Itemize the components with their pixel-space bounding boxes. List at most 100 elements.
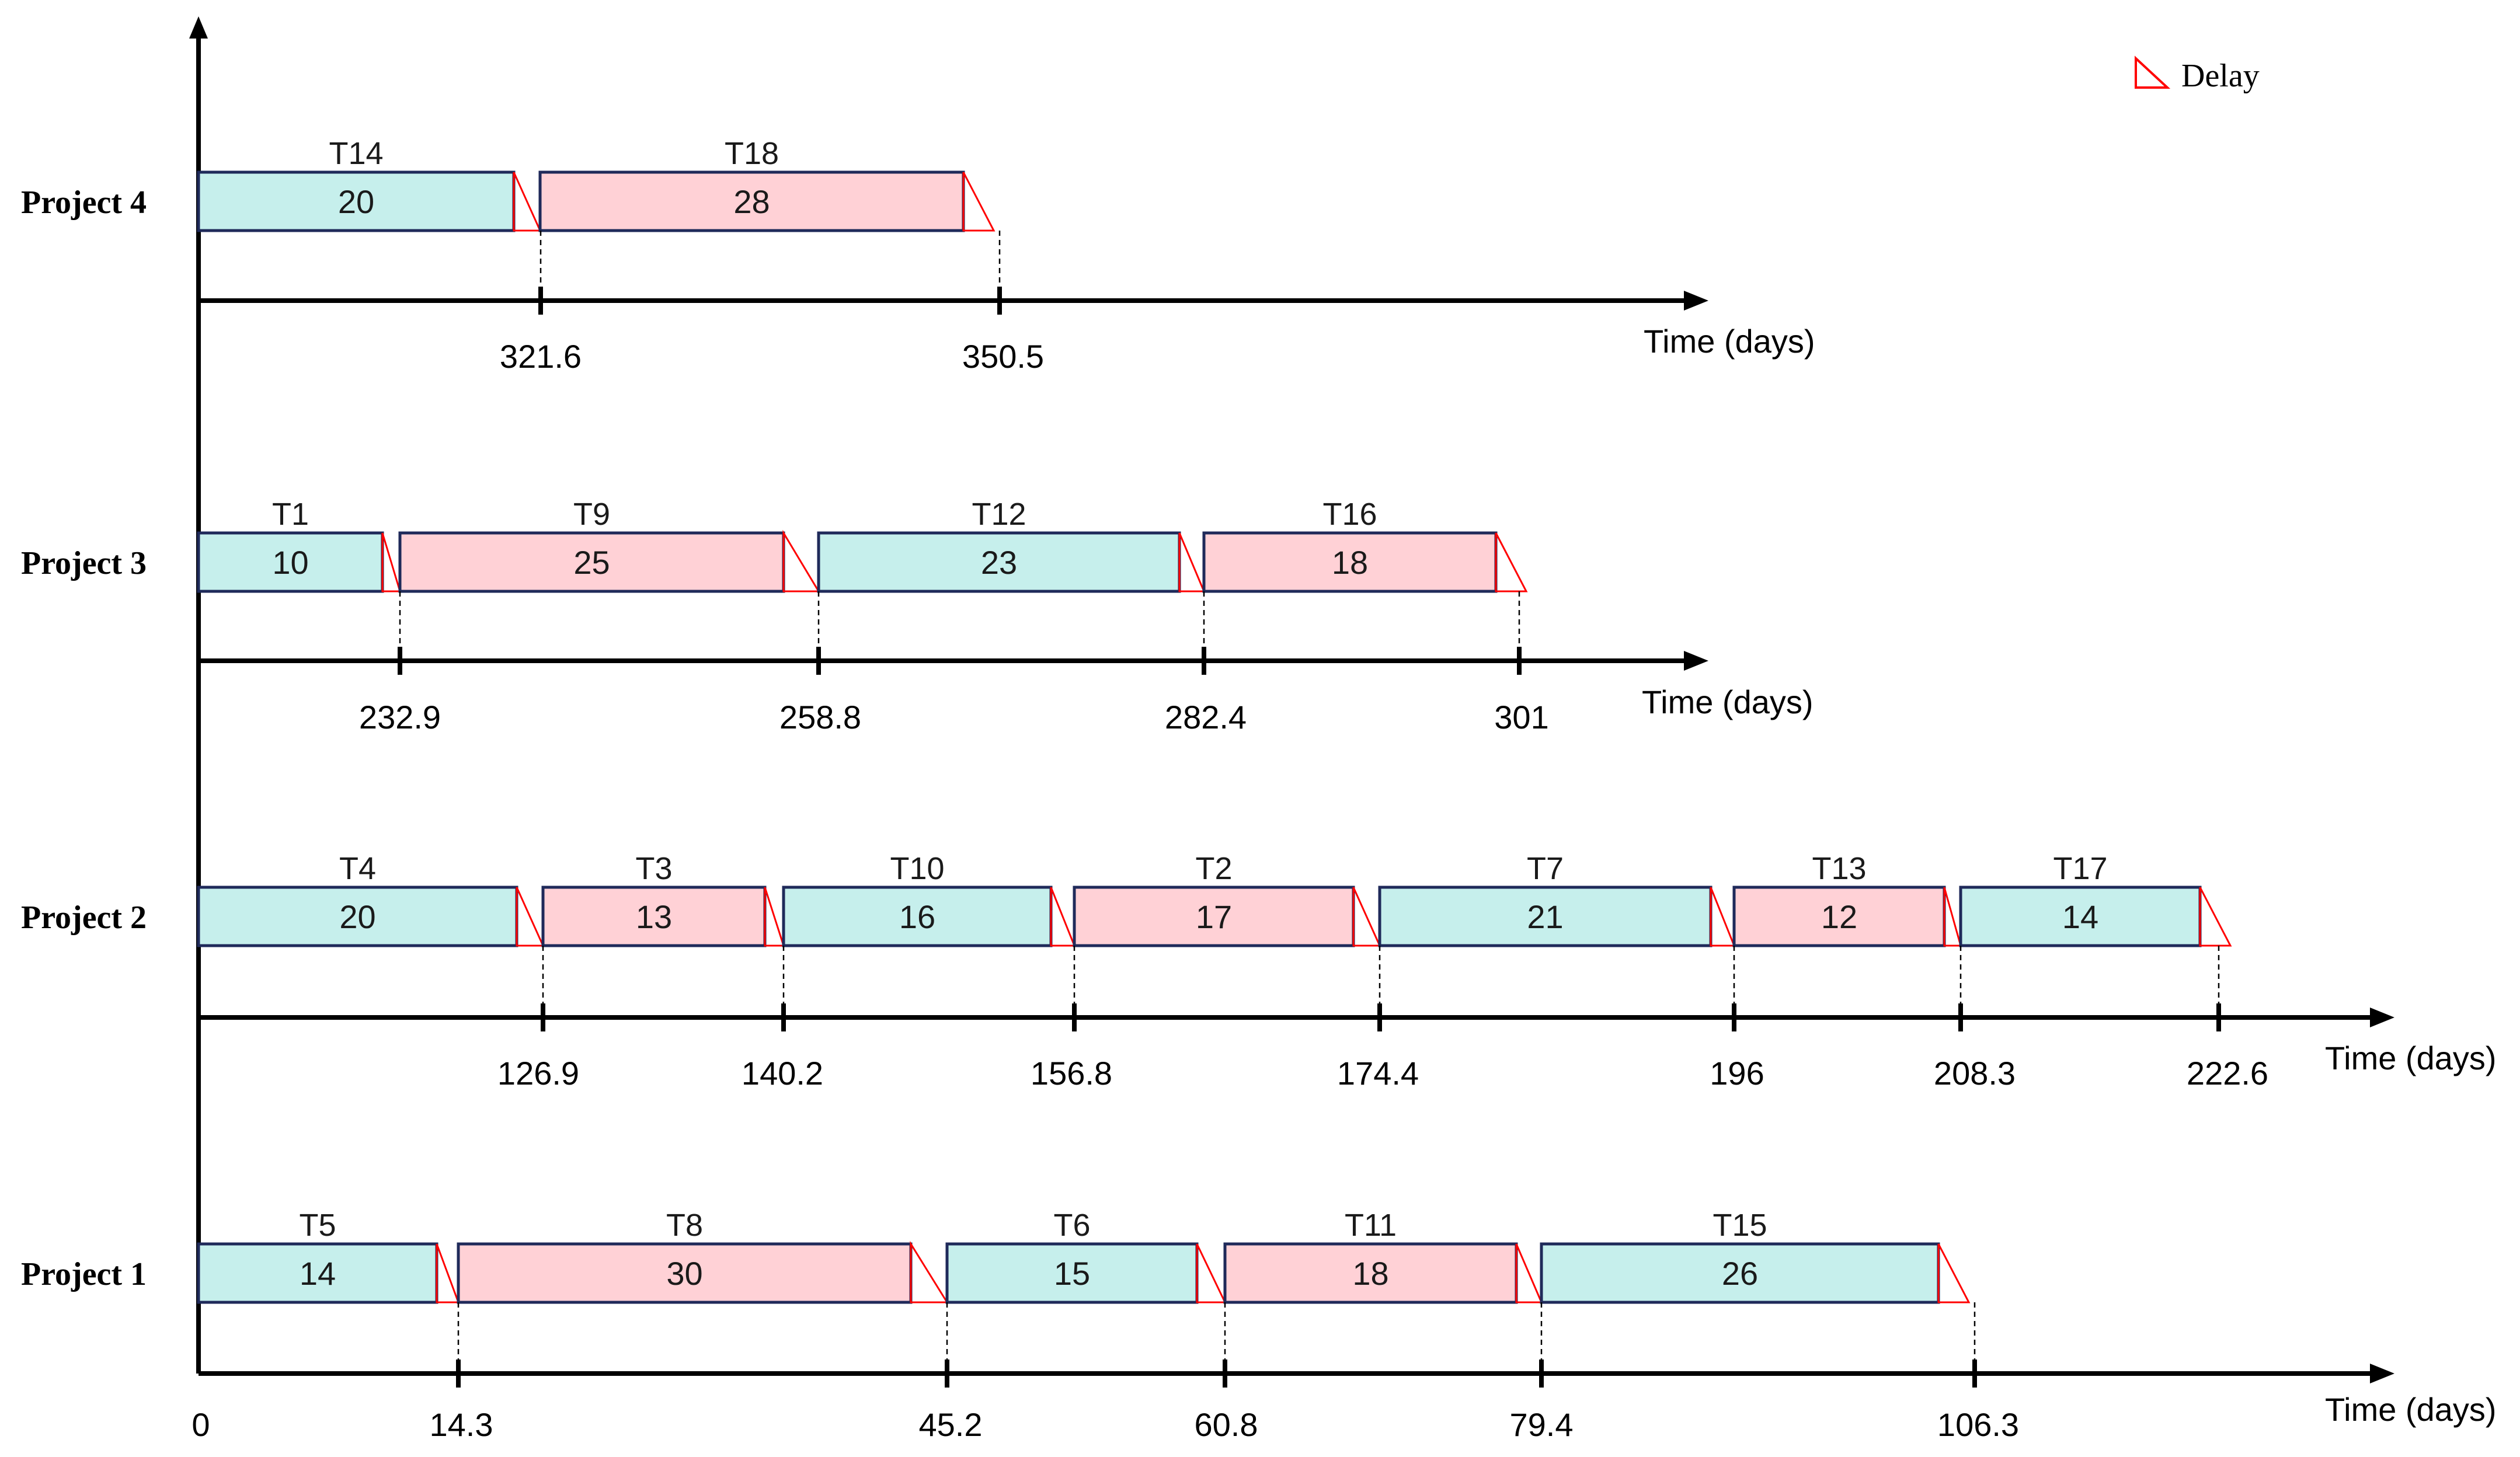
project-2-tick-label-3: 174.4 bbox=[1337, 1055, 1419, 1092]
task-bar-T12 bbox=[817, 531, 1181, 593]
project-1-label: Project 1 bbox=[21, 1256, 147, 1292]
task-duration-T2: 17 bbox=[1196, 898, 1232, 935]
task-duration-T7: 21 bbox=[1527, 898, 1563, 935]
task-duration-T13: 12 bbox=[1821, 898, 1857, 935]
delay-marker-T9 bbox=[782, 529, 820, 592]
task-duration-T6: 15 bbox=[1054, 1255, 1090, 1292]
task-duration-T16: 18 bbox=[1332, 544, 1368, 581]
delay-marker-T7 bbox=[1710, 887, 1736, 947]
project-2-tick-label-5: 208.3 bbox=[1934, 1055, 2016, 1092]
task-duration-T9: 25 bbox=[573, 544, 610, 581]
project-2-axis-title: Time (days) bbox=[2325, 1040, 2497, 1076]
task-bar-T16 bbox=[1202, 531, 1498, 593]
task-duration-T10: 16 bbox=[899, 898, 935, 935]
task-id-T11: T11 bbox=[1345, 1208, 1397, 1243]
project-3-tick-label-3: 301 bbox=[1494, 699, 1548, 736]
task-duration-T3: 13 bbox=[636, 898, 672, 935]
task-duration-T12: 23 bbox=[981, 544, 1017, 581]
delay-marker-T2 bbox=[1352, 887, 1381, 947]
project-2-tick-label-0: 126.9 bbox=[497, 1055, 579, 1092]
task-id-T16: T16 bbox=[1322, 497, 1377, 532]
task-duration-T11: 18 bbox=[1352, 1255, 1388, 1292]
delay-marker-T6 bbox=[1196, 1243, 1227, 1303]
task-id-T4: T4 bbox=[339, 851, 376, 886]
task-duration-T15: 26 bbox=[1722, 1255, 1758, 1292]
task-bar-T1 bbox=[197, 531, 384, 593]
task-bar-T15 bbox=[1540, 1242, 1940, 1304]
delay-marker-T1 bbox=[381, 532, 402, 592]
delay-marker-T8 bbox=[910, 1240, 949, 1303]
task-bar-T4 bbox=[197, 886, 518, 947]
delay-marker-T3 bbox=[764, 887, 785, 947]
project-2-tick-label-1: 140.2 bbox=[742, 1055, 823, 1092]
delay-marker-T15 bbox=[1937, 1243, 1971, 1303]
task-duration-T18: 28 bbox=[733, 183, 770, 220]
delay-marker-T12 bbox=[1178, 532, 1206, 592]
task-id-T8: T8 bbox=[666, 1208, 703, 1243]
task-bar-T3 bbox=[541, 886, 767, 947]
task-duration-T4: 20 bbox=[339, 898, 375, 935]
task-id-T14: T14 bbox=[329, 136, 383, 171]
legend-delay-icon bbox=[2135, 55, 2171, 89]
task-duration-T8: 30 bbox=[666, 1255, 702, 1292]
task-id-T15: T15 bbox=[1713, 1208, 1767, 1243]
task-id-T2: T2 bbox=[1195, 851, 1232, 886]
project-1-tick-label-4: 106.3 bbox=[1937, 1406, 2019, 1443]
task-duration-T5: 14 bbox=[300, 1255, 336, 1292]
project-1-tick-label-1: 45.2 bbox=[919, 1406, 983, 1443]
task-bar-T5 bbox=[197, 1242, 438, 1304]
task-id-T13: T13 bbox=[1812, 851, 1866, 886]
delay-marker-T4 bbox=[516, 887, 545, 947]
project-4-label: Project 4 bbox=[21, 184, 147, 221]
task-bar-T7 bbox=[1378, 886, 1713, 947]
project-2-tick-label-6: 222.6 bbox=[2187, 1055, 2268, 1092]
delay-marker-T13 bbox=[1943, 887, 1962, 947]
project-2-tick-label-2: 156.8 bbox=[1031, 1055, 1112, 1092]
delay-marker-T18 bbox=[962, 172, 996, 232]
task-id-T9: T9 bbox=[573, 497, 610, 532]
delay-marker-T17 bbox=[2199, 887, 2232, 947]
project-3-label: Project 3 bbox=[21, 545, 147, 581]
vertical-axis-arrowhead bbox=[189, 16, 208, 39]
delay-marker-T10 bbox=[1050, 887, 1076, 947]
task-bar-T8 bbox=[457, 1242, 913, 1304]
task-bar-T6 bbox=[945, 1242, 1199, 1304]
task-duration-T17: 14 bbox=[2062, 898, 2098, 935]
project-1-axis-title: Time (days) bbox=[2325, 1391, 2497, 1428]
task-bar-T2 bbox=[1073, 886, 1355, 947]
task-id-T18: T18 bbox=[725, 136, 779, 171]
task-id-T6: T6 bbox=[1053, 1208, 1090, 1243]
delay-marker-T5 bbox=[436, 1243, 460, 1303]
task-bar-T13 bbox=[1732, 886, 1946, 947]
project-1-time-axis-arrowhead bbox=[2370, 1364, 2394, 1383]
task-id-T10: T10 bbox=[890, 851, 944, 886]
delay-marker-T16 bbox=[1495, 532, 1528, 592]
task-bar-T17 bbox=[1959, 886, 2202, 947]
task-id-T5: T5 bbox=[299, 1208, 336, 1243]
project-2-label: Project 2 bbox=[21, 900, 147, 936]
task-id-T17: T17 bbox=[2053, 851, 2107, 886]
project-3-tick-label-2: 282.4 bbox=[1165, 699, 1247, 736]
delay-marker-T11 bbox=[1515, 1243, 1543, 1303]
legend-delay-label: Delay bbox=[2181, 58, 2260, 94]
project-2-time-axis-arrowhead bbox=[2370, 1008, 2394, 1027]
task-id-T12: T12 bbox=[972, 497, 1026, 532]
project-4-tick-label-0: 321.6 bbox=[500, 338, 582, 375]
project-4-time-axis-arrowhead bbox=[1684, 291, 1708, 311]
project-4-axis-title: Time (days) bbox=[1644, 323, 1815, 360]
task-duration-T14: 20 bbox=[338, 183, 374, 220]
origin-label: 0 bbox=[192, 1406, 210, 1443]
task-duration-T1: 10 bbox=[272, 544, 308, 581]
task-id-T3: T3 bbox=[635, 851, 672, 886]
project-1-tick-label-2: 60.8 bbox=[1195, 1406, 1258, 1443]
project-3-tick-label-1: 258.8 bbox=[779, 699, 861, 736]
project-4-tick-label-1: 350.5 bbox=[962, 338, 1044, 375]
project-2-tick-label-4: 196 bbox=[1710, 1055, 1764, 1092]
delay-marker-T14 bbox=[513, 172, 542, 232]
project-3-axis-title: Time (days) bbox=[1642, 684, 1814, 720]
task-id-T1: T1 bbox=[272, 497, 309, 532]
task-id-T7: T7 bbox=[1527, 851, 1564, 886]
project-3-time-axis-arrowhead bbox=[1684, 651, 1708, 671]
task-bar-T11 bbox=[1223, 1242, 1518, 1304]
